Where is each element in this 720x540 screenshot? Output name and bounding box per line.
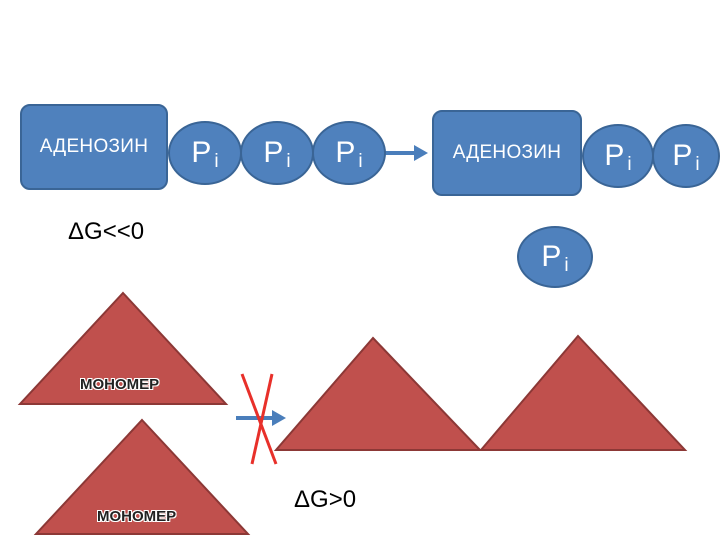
delta-g-positive-label: ΔG>0 <box>294 486 357 513</box>
adenosine-box-left: АДЕНОЗИН <box>20 104 168 190</box>
phosphate-subscript: i <box>214 151 219 172</box>
cross-line-1 <box>240 373 278 465</box>
phosphate-subscript: i <box>627 154 632 175</box>
phosphate-subscript: i <box>695 154 700 175</box>
delta-g-negative-label: ΔG<<0 <box>68 218 145 245</box>
phosphate-symbol: P <box>191 136 212 169</box>
monomer-triangle-bottom <box>33 418 251 535</box>
monomer-label-bottom: МОНОМЕР <box>97 508 177 525</box>
phosphate-subscript: i <box>358 151 363 172</box>
reaction-arrowhead-top <box>414 145 428 161</box>
polymerization-arrowhead <box>272 410 286 426</box>
phosphate-subscript: i <box>286 151 291 172</box>
monomer-label-top: МОНОМЕР <box>80 376 160 393</box>
phosphate-symbol: P <box>672 139 693 172</box>
phosphate-symbol: P <box>604 139 625 172</box>
phosphate-symbol: P <box>541 240 562 273</box>
phosphate-symbol: P <box>335 136 356 169</box>
phosphate-subscript: i <box>564 255 569 276</box>
polymer-triangle-right <box>478 334 688 451</box>
polymer-triangle-left <box>273 336 483 451</box>
adenosine-label-right: АДЕНОЗИН <box>452 142 562 163</box>
monomer-triangle-top <box>17 291 229 405</box>
adenosine-box-right: АДЕНОЗИН <box>432 110 582 196</box>
adenosine-label-left: АДЕНОЗИН <box>39 136 149 157</box>
cross-line-2 <box>250 373 274 465</box>
phosphate-symbol: P <box>263 136 284 169</box>
